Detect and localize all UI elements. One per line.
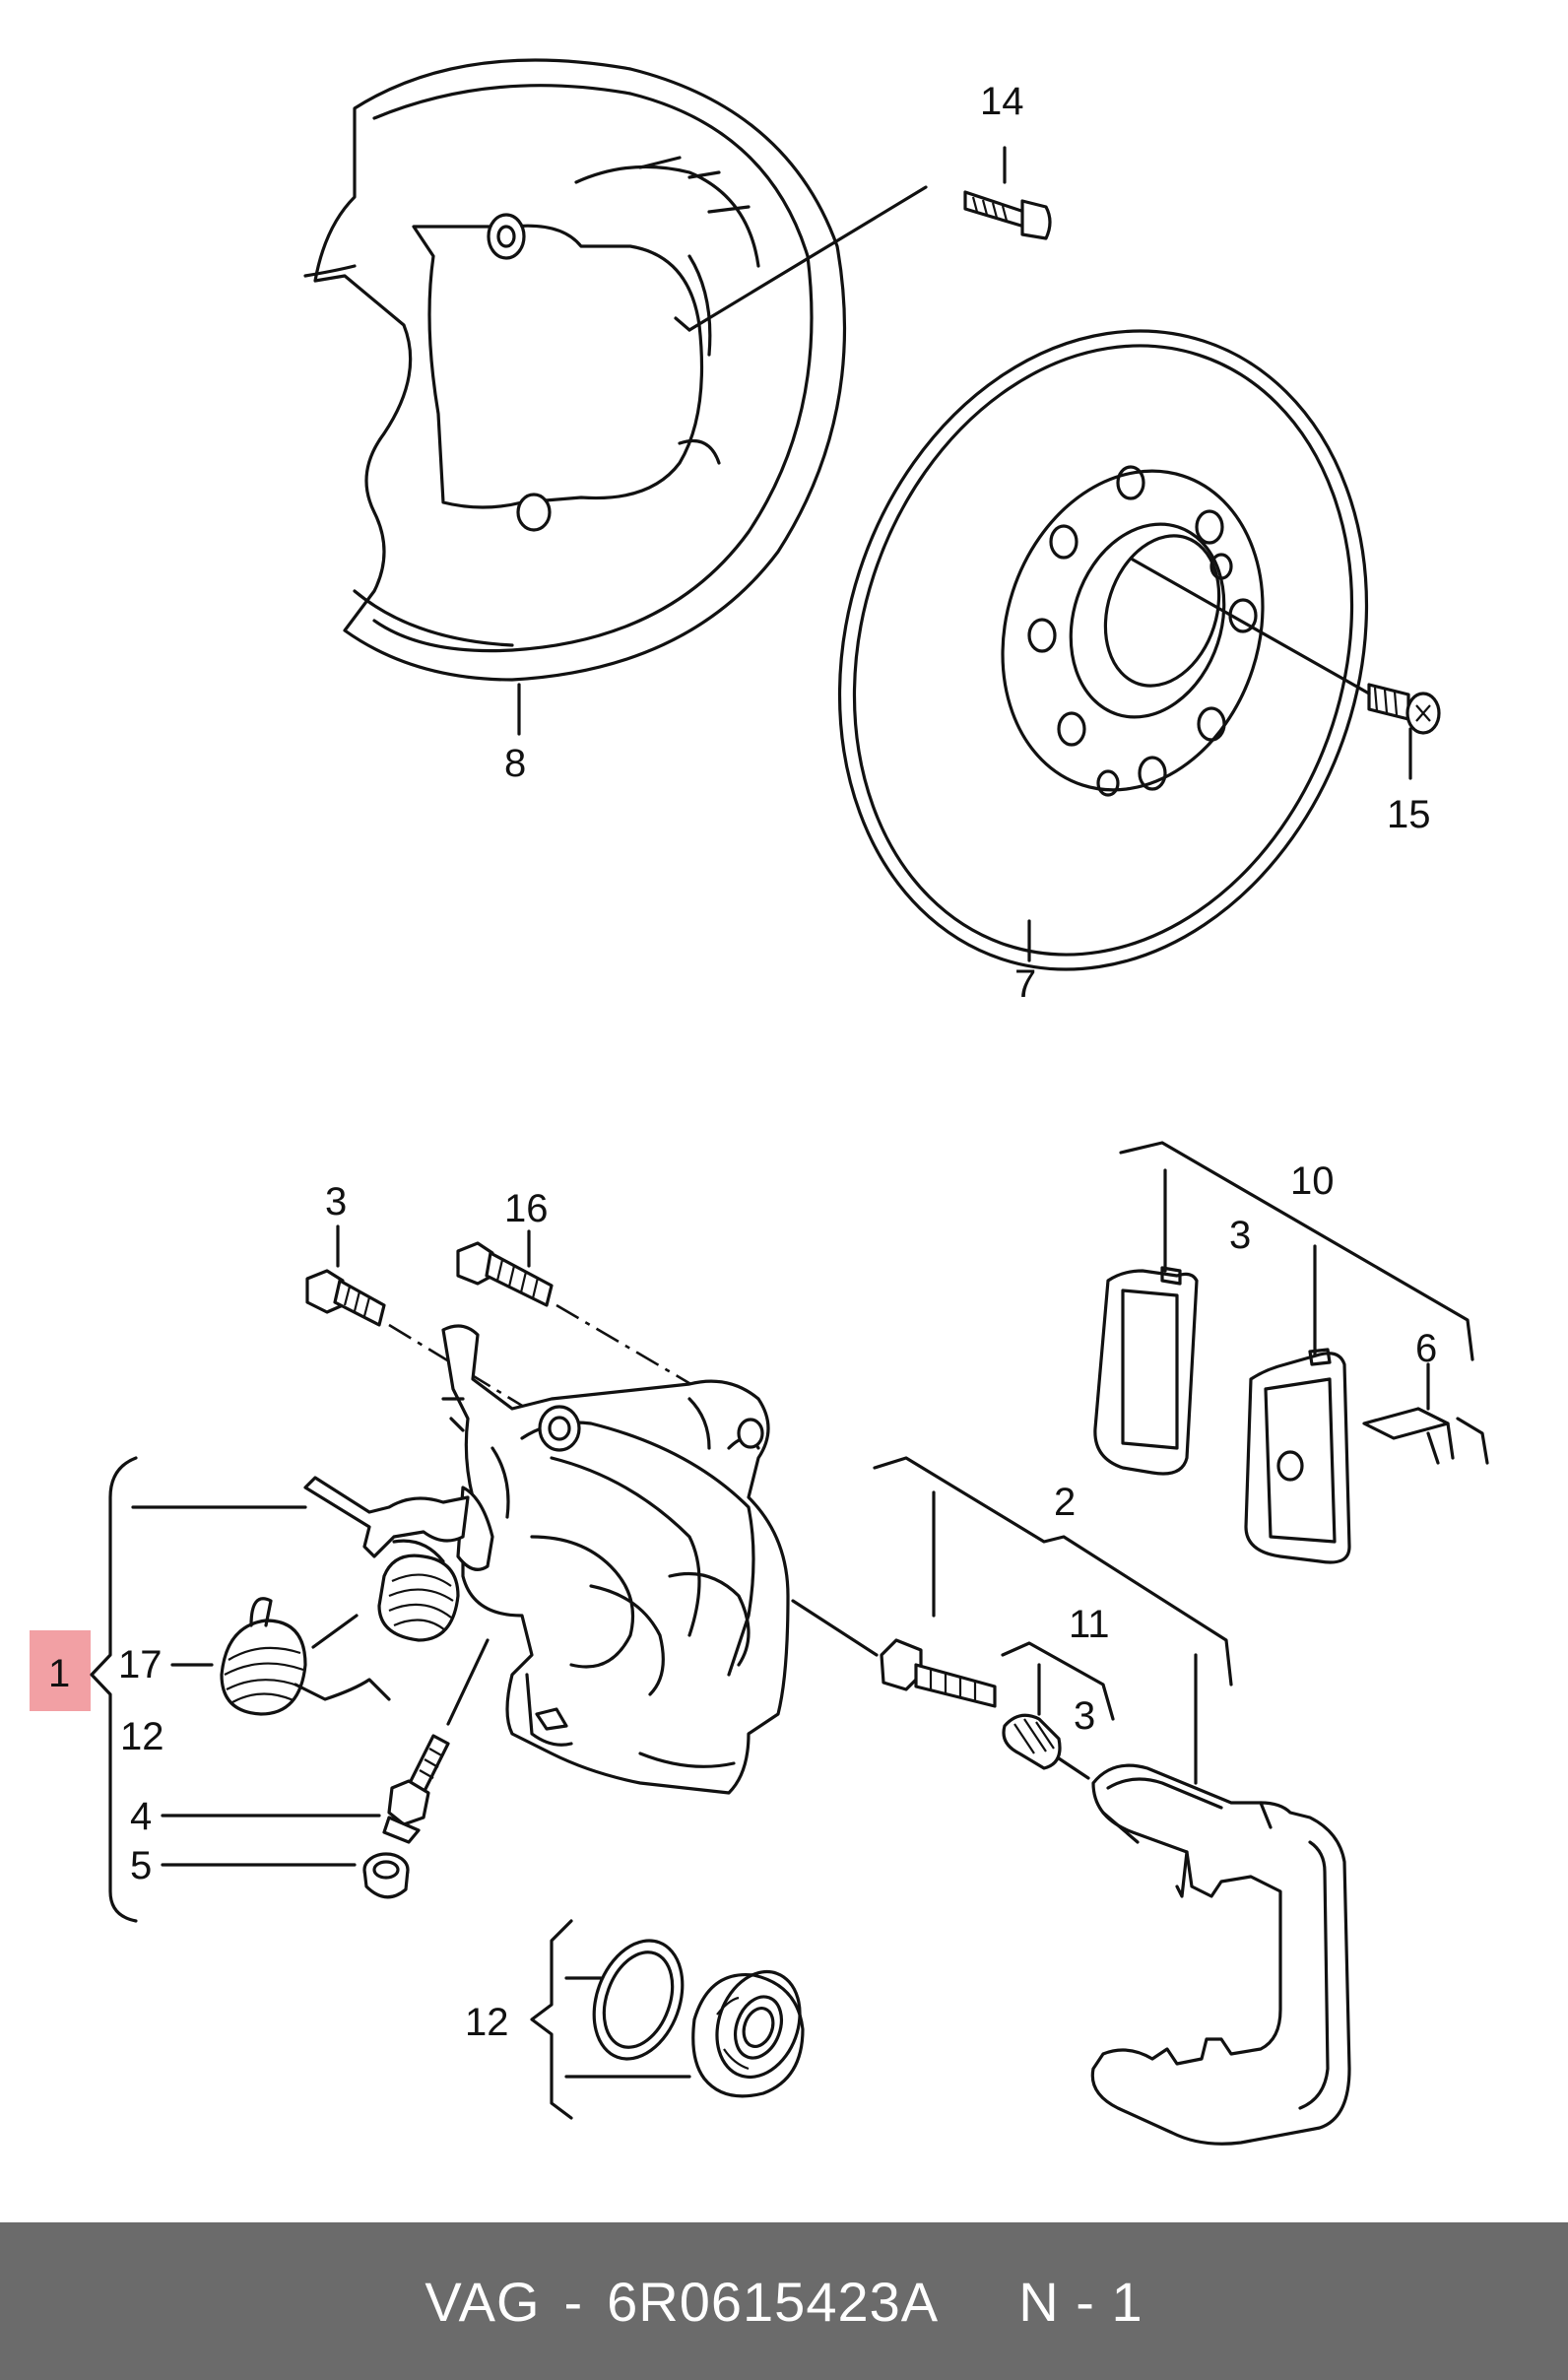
guide-pin-kit-part-2 [791, 1456, 1233, 1785]
callout-4: 4 [130, 1795, 152, 1838]
repair-kit-bracket-part-1 [30, 1456, 307, 1923]
seal-kit-part-12 [530, 1919, 805, 2120]
callout-7: 7 [1014, 962, 1036, 1006]
callout-1: 1 [48, 1652, 70, 1695]
callout-3-guide: 3 [1074, 1694, 1095, 1738]
separator: - [563, 2270, 584, 2333]
guide-sleeve-part-11 [1001, 1641, 1115, 1780]
position-label: N - 1 [1018, 2270, 1143, 2333]
callout-10: 10 [1290, 1159, 1335, 1203]
brake-disc-part-7 [837, 329, 1369, 971]
callout-17: 17 [118, 1643, 163, 1686]
callout-3-pads: 3 [1229, 1214, 1251, 1257]
exploded-parts-diagram: 14 8 15 7 10 3 6 3 16 2 11 3 1 17 12 4 5… [30, 58, 1489, 2146]
bleeder-screw-part-4 [161, 1638, 490, 1844]
spacer [962, 2270, 995, 2334]
part-info-footer: VAG - 6R0615423A N - 1 [0, 2222, 1568, 2380]
backing-plate-part-8 [303, 58, 847, 736]
brake-caliper [441, 1324, 790, 1795]
pad-clip-part-6 [1362, 1362, 1489, 1465]
caliper-carrier-bracket [1090, 1763, 1351, 2146]
callout-11: 11 [1069, 1603, 1110, 1646]
callout-12-left: 12 [120, 1715, 164, 1758]
return-spring-part-17 [170, 1597, 391, 1716]
caliper-bolt-part-3 [305, 1224, 553, 1425]
callout-5: 5 [130, 1844, 152, 1887]
brake-pads-part-10 [1093, 1141, 1474, 1564]
caliper-bolt-part-16 [456, 1229, 700, 1391]
brand-label: VAG [425, 2270, 541, 2333]
callout-6: 6 [1415, 1327, 1437, 1370]
callout-12-bottom: 12 [465, 2001, 509, 2044]
footer-text: VAG - 6R0615423A N - 1 [425, 2270, 1143, 2334]
part-number: 6R0615423A [607, 2270, 940, 2333]
callout-8: 8 [504, 742, 526, 785]
callout-3-bolt: 3 [325, 1180, 347, 1223]
screw-part-15 [1131, 558, 1441, 780]
dust-cap-part-5 [161, 1852, 410, 1899]
bolt-part-14 [674, 146, 1052, 332]
callout-14: 14 [980, 80, 1024, 123]
callout-15: 15 [1387, 793, 1431, 836]
callout-16: 16 [504, 1187, 549, 1230]
handbrake-lever-assembly [303, 1476, 470, 1649]
callout-2: 2 [1054, 1481, 1076, 1524]
highlight-box [30, 1630, 91, 1711]
